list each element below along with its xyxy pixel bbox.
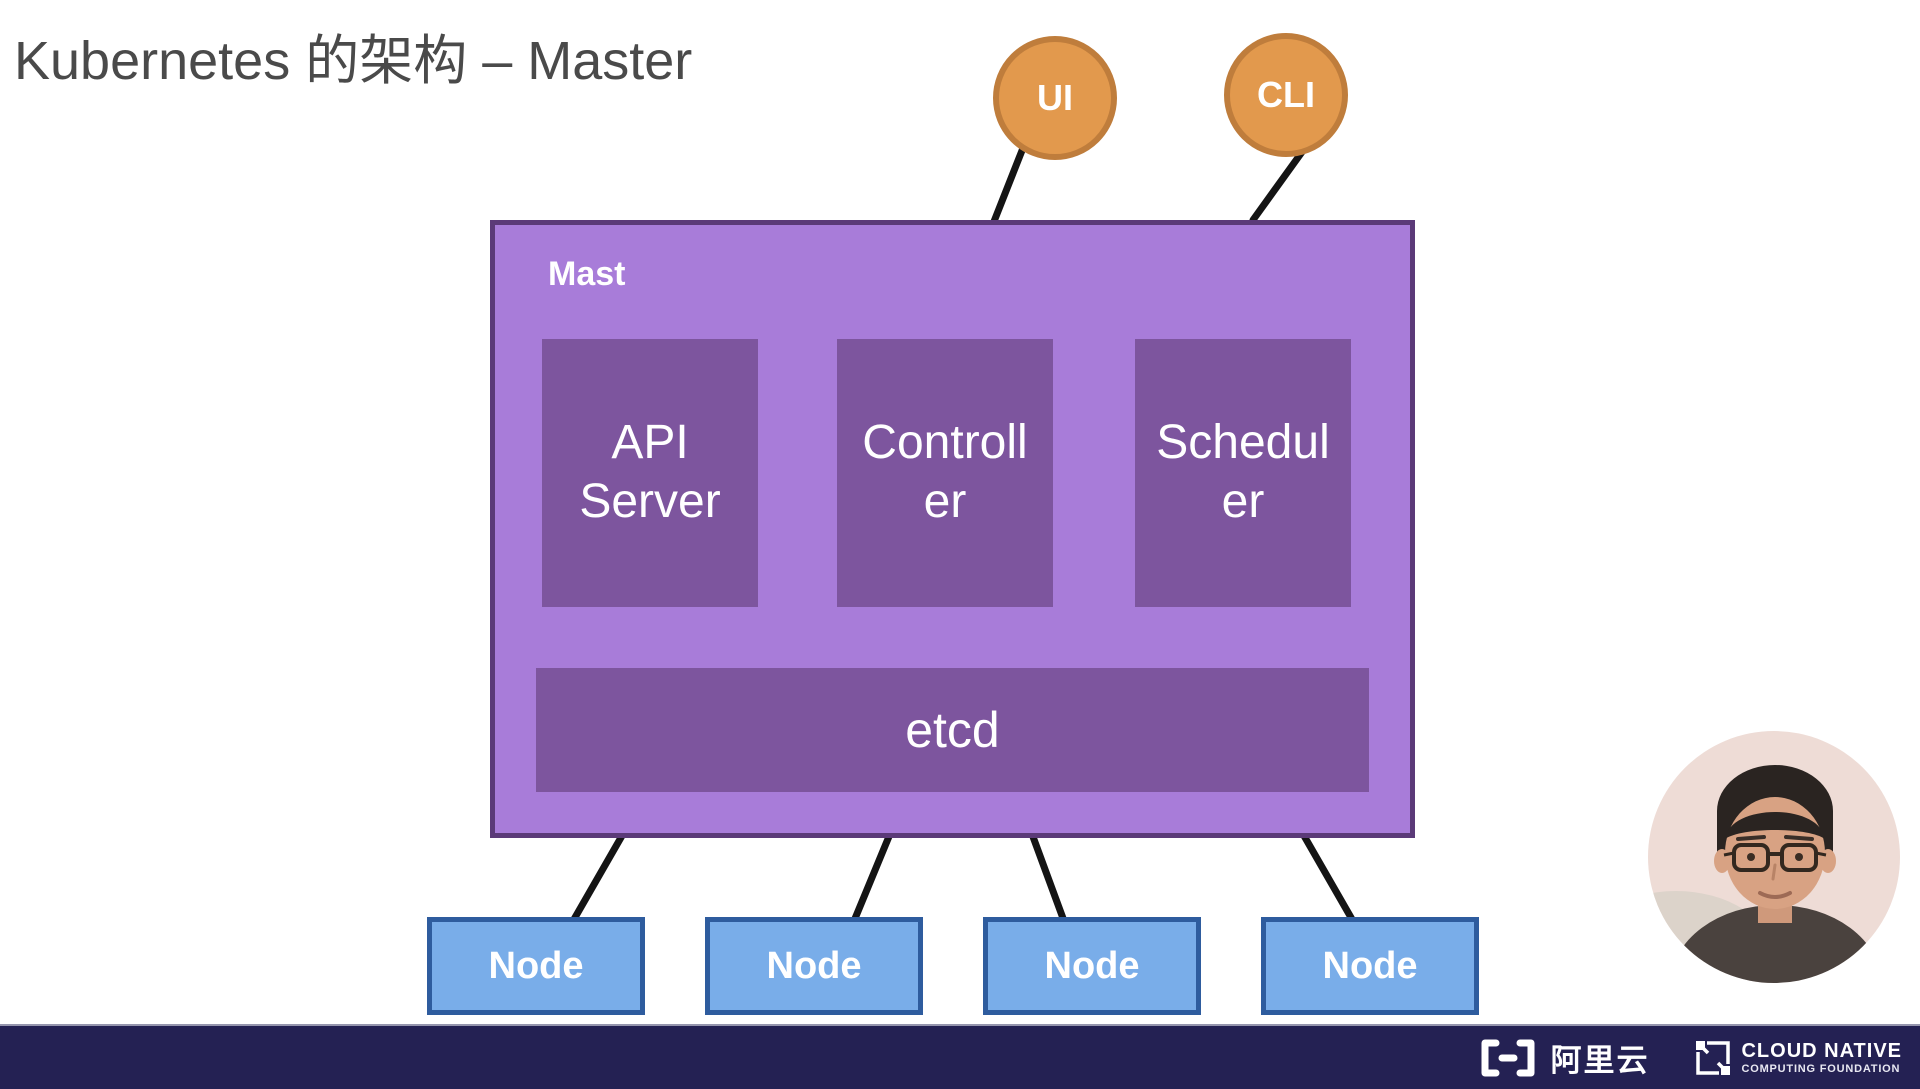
avatar-eye-right: [1795, 853, 1803, 861]
glasses-temple-right: [1815, 851, 1827, 857]
alibaba-logo-text: 阿里云: [1550, 1043, 1650, 1078]
component-scheduler: Schedul er: [1135, 339, 1351, 607]
cncf-logo: CLOUD NATIVE COMPUTING FOUNDATION: [1695, 1040, 1902, 1076]
page-title: Kubernetes 的架构 – Master: [14, 31, 693, 91]
line-master-to-node-2: [850, 830, 894, 925]
avatar-eyebrow-left: [1736, 835, 1766, 841]
glasses-right-lens: [1780, 843, 1818, 872]
line-master-to-node-1: [569, 830, 627, 925]
avatar-mouth: [1758, 891, 1792, 899]
component-controller-label: Controll er: [862, 416, 1028, 528]
line-ui-to-master: [989, 144, 1027, 228]
component-scheduler-label: Schedul er: [1156, 416, 1330, 528]
component-api-server: API Server: [542, 339, 758, 607]
cncf-logo-icon: [1696, 1040, 1731, 1075]
master-box: Mast API Server Controll er Schedul er e…: [490, 220, 1415, 838]
node-box-3: Node: [983, 917, 1201, 1015]
node-box-1-label: Node: [488, 944, 584, 987]
cncf-icon-corner-tl: [1696, 1040, 1706, 1050]
presenter-illustration: [1648, 731, 1900, 983]
client-node-cli-label: CLI: [1257, 74, 1315, 115]
client-node-ui-label: UI: [1037, 77, 1073, 118]
cncf-subtitle: COMPUTING FOUNDATION: [1741, 1062, 1901, 1075]
glasses-temple-left: [1723, 851, 1735, 857]
component-api-server-label: API Server: [579, 416, 721, 528]
avatar-sweater: [1671, 905, 1881, 983]
alibaba-cloud-logo: 阿里云: [1476, 1035, 1649, 1080]
cncf-icon-corner-br: [1721, 1065, 1731, 1075]
alibaba-brackets-icon: [1481, 1039, 1535, 1076]
etcd-label: etcd: [905, 702, 1000, 758]
node-box-4-label: Node: [1322, 944, 1418, 987]
avatar-nose: [1771, 863, 1777, 881]
avatar-fringe: [1725, 812, 1825, 839]
avatar-eyebrow-right: [1784, 835, 1814, 841]
glasses-left-lens: [1732, 843, 1770, 872]
node-box-4: Node: [1261, 917, 1479, 1015]
cncf-title: CLOUD NATIVE: [1741, 1039, 1902, 1062]
master-box-label: Mast: [548, 255, 626, 293]
node-box-3-label: Node: [1044, 944, 1140, 987]
webcam-avatar: [1648, 731, 1900, 983]
avatar-hair-side-left: [1717, 811, 1727, 859]
node-box-2: Node: [705, 917, 923, 1015]
node-box-1: Node: [427, 917, 645, 1015]
component-controller: Controll er: [837, 339, 1053, 607]
client-node-cli: CLI: [1224, 33, 1348, 157]
line-master-to-node-3: [1028, 830, 1068, 925]
footer-bar: 阿里云 CLOUD NATIVE COMPUTING FOUNDATION: [0, 1024, 1920, 1089]
avatar-hair-side-right: [1823, 811, 1833, 859]
client-node-ui: UI: [993, 36, 1117, 160]
avatar-eye-left: [1747, 853, 1755, 861]
etcd-bar: etcd: [536, 668, 1369, 792]
cncf-logo-text: CLOUD NATIVE COMPUTING FOUNDATION: [1741, 1041, 1902, 1075]
node-box-2-label: Node: [766, 944, 862, 987]
line-cli-to-master: [1249, 148, 1306, 224]
line-master-to-node-4: [1299, 830, 1357, 925]
